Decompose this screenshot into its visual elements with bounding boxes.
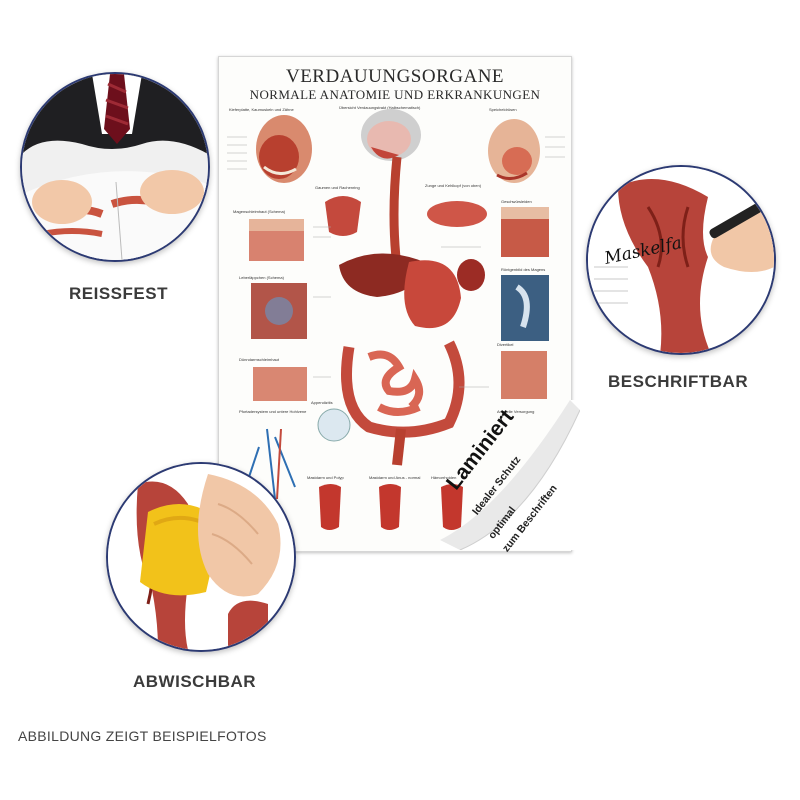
laminated-corner — [440, 400, 580, 550]
anatomy-illustrations — [227, 109, 565, 530]
label-polyp: Mastdarm und Polyp — [307, 475, 344, 480]
small-intestine-mucosa-illustration — [253, 367, 307, 401]
poster-title: VERDAUUNGSORGANE NORMALE ANATOMIE UND ER… — [219, 67, 571, 103]
label-gaumen: Gaumen und Rachenring — [315, 185, 360, 190]
sagittal-head-illustration — [361, 109, 421, 161]
footer-disclaimer: ABBILDUNG ZEIGT BEISPIELFOTOS — [18, 728, 267, 744]
label-magen: Magenschleimhaut (Schema) — [233, 209, 286, 214]
label-geschwuer: Geschwürsleiden — [501, 199, 532, 204]
caption-abwischbar: ABWISCHBAR — [133, 672, 257, 691]
label-leber: Leberläppchen (Schema) — [239, 275, 284, 280]
spleen-illustration — [457, 259, 485, 291]
salivary-glands-illustration — [488, 119, 540, 183]
label-divertikel: Divertikel — [497, 342, 514, 347]
diverticula-illustration — [501, 351, 547, 399]
tearing-hands-illustration — [22, 74, 208, 260]
anatomy-poster: VERDAUUNGSORGANE NORMALE ANATOMIE UND ER… — [218, 56, 572, 552]
intestine-illustration — [341, 340, 465, 466]
rectum-normal-illustration — [379, 484, 401, 530]
writable-photo: Maskelfa — [586, 165, 776, 355]
label-duenndarm: Dünndarmschleimhaut — [239, 357, 280, 362]
stomach-illustration — [404, 260, 461, 329]
label-uebersicht: Übersicht Verdauungstrakt (Halbschematis… — [339, 105, 421, 110]
poster-title-line1: VERDAUUNGSORGANE — [285, 66, 505, 87]
label-zunge: Zunge und Kehlkopf (von oben) — [425, 183, 482, 188]
tear-resistant-photo — [20, 72, 210, 262]
caption-reissfest: REISSFEST — [69, 284, 168, 303]
wipeable-photo — [106, 462, 296, 652]
esophagus-illustration — [389, 156, 402, 268]
label-appendix: Appendizitis — [311, 400, 333, 405]
writing-hand-illustration — [588, 167, 774, 353]
portal-vein-illustration — [248, 428, 296, 500]
poster-title-line2: NORMALE ANATOMIE UND ERKRANKUNGEN — [249, 87, 541, 102]
label-pfortader: Pfortadersystem und untere Hohlvene — [239, 409, 307, 414]
label-speichel: Speicheldrüsen — [489, 107, 517, 112]
appendix-illustration — [317, 408, 351, 442]
label-roentgen: Röntgenbild des Magens — [501, 267, 546, 272]
label-haemorrhoiden: Hämorrhoiden — [431, 475, 457, 480]
tongue-illustration — [427, 201, 487, 227]
label-anus: Mastdarm und Anus - normal — [369, 475, 421, 480]
head-muscles-illustration — [256, 115, 312, 183]
sponge-wipe-illustration — [108, 464, 294, 650]
caption-beschriftbar: BESCHRIFTBAR — [608, 372, 749, 391]
label-arteriell: Arterielle Versorgung — [497, 409, 535, 414]
hemorrhoid-illustration — [441, 484, 463, 530]
label-kopf: Kieferplatte, Kaumuskeln und Zähne — [229, 107, 294, 112]
rectum-polyp-illustration — [319, 484, 341, 530]
palate-illustration — [325, 196, 361, 236]
